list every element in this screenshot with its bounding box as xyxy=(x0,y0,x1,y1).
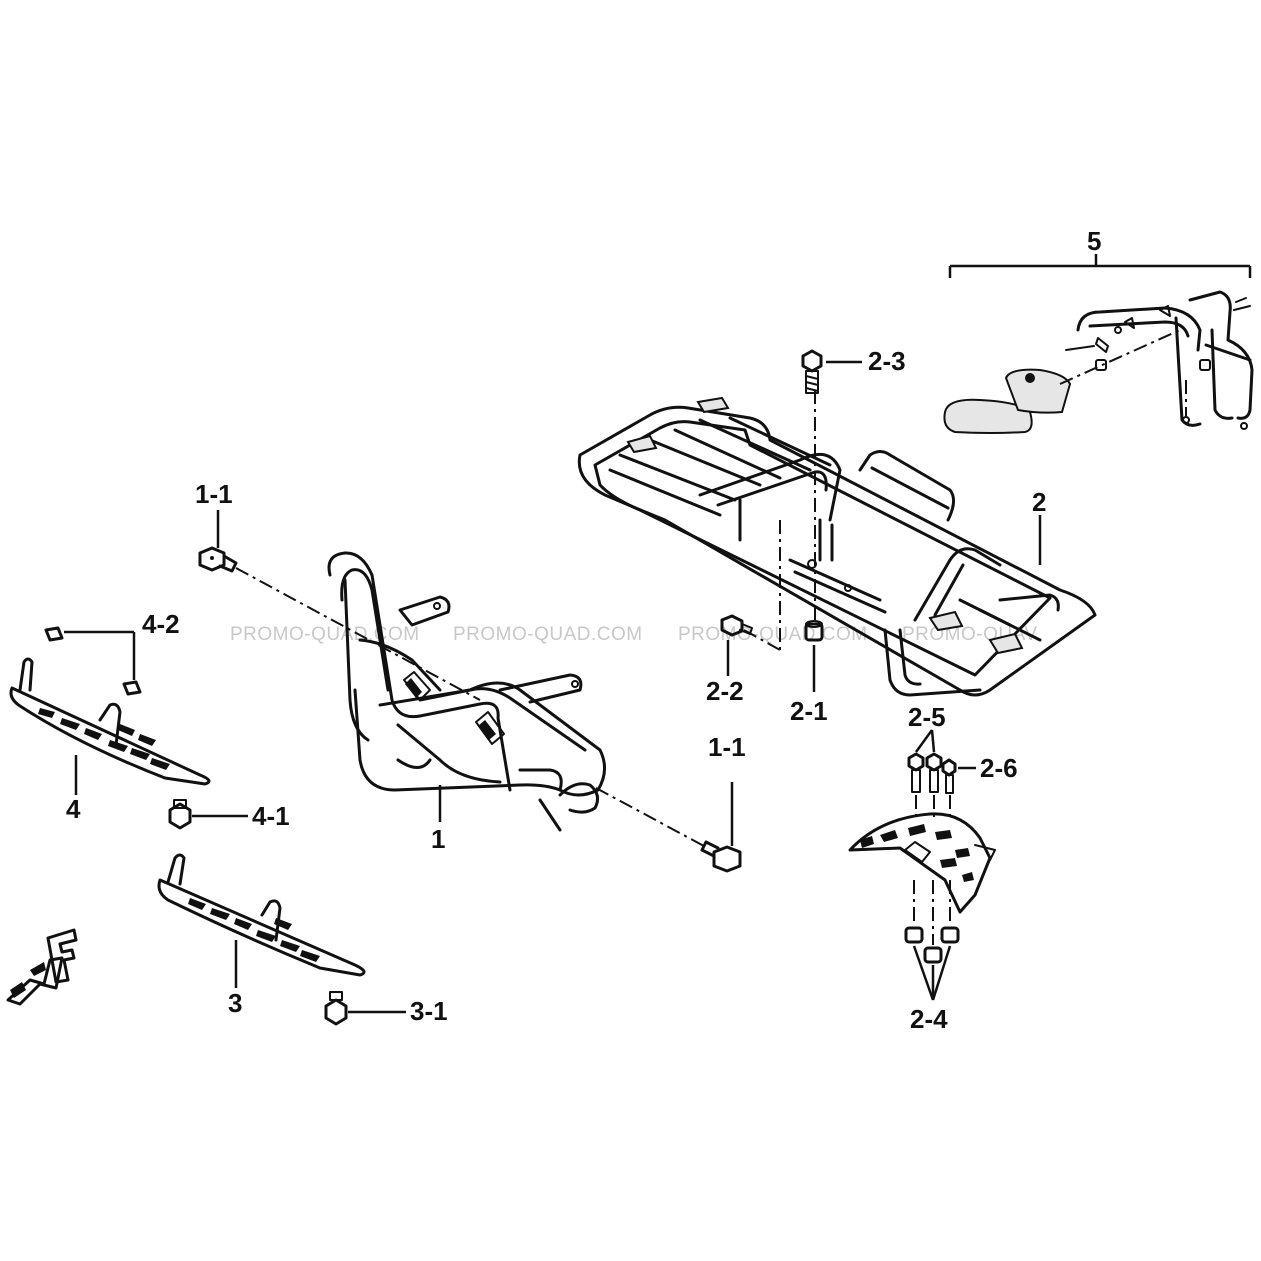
bolt-2-3-part xyxy=(801,349,823,394)
front-direction-icon xyxy=(6,928,78,1006)
bolt-2-6-part xyxy=(941,758,957,794)
backrest-assembly-part xyxy=(943,290,1254,434)
assembly-line xyxy=(595,787,705,847)
label-part-1: 1 xyxy=(431,824,445,854)
leader-lines xyxy=(64,360,1042,1014)
label-part-5: 5 xyxy=(1087,226,1101,256)
assembly-line xyxy=(1059,329,1181,385)
front-bumper-part xyxy=(327,551,606,832)
label-part-2: 2 xyxy=(1032,487,1046,517)
label-part-2-2: 2-2 xyxy=(706,676,744,706)
label-part-2-3: 2-3 xyxy=(868,346,906,376)
bolt-1-1-bottom-part xyxy=(700,840,742,873)
bracket-assembly-part xyxy=(848,812,996,914)
watermark-text: PROMO-QUAD.COM xyxy=(230,624,420,645)
label-part-4-2: 4-2 xyxy=(142,609,180,639)
watermark-text: PROMO-QUAD.COM xyxy=(678,624,868,645)
grommet-2-4-part xyxy=(904,926,960,964)
clip-4-2-part xyxy=(44,626,142,696)
footrest-4-part xyxy=(9,657,211,786)
bolt-1-1-top-part xyxy=(198,546,238,573)
label-part-3: 3 xyxy=(228,988,242,1018)
label-part-1-1: 1-1 xyxy=(708,732,746,762)
nut-2-1-part xyxy=(804,620,824,642)
bolt-2-5-part xyxy=(925,752,943,793)
label-part-2-4: 2-4 xyxy=(910,1004,948,1034)
bolt-4-1-part xyxy=(168,799,192,830)
label-part-2-6: 2-6 xyxy=(980,753,1018,783)
watermark-group: PROMO-QUAD.COM PROMO-QUAD.COM PROMO-QUAD… xyxy=(230,624,1037,645)
assembly-line xyxy=(235,567,481,701)
label-part-4-1: 4-1 xyxy=(252,801,290,831)
watermark-text: PROMO-QUAD.COM xyxy=(453,624,643,645)
label-part-2-5: 2-5 xyxy=(908,702,946,732)
label-part-2-1: 2-1 xyxy=(790,696,828,726)
label-part-3-1: 3-1 xyxy=(410,996,448,1026)
bolt-2-2-part xyxy=(720,614,753,637)
part-labels: 1-1 1-1 1 2 2-1 2-2 2-3 2-4 2-5 2-6 3 3-… xyxy=(66,226,1101,1034)
label-part-4: 4 xyxy=(66,794,81,824)
part-5-bracket xyxy=(948,254,1252,278)
footrest-3-part xyxy=(157,853,366,977)
rear-rack-part xyxy=(577,396,1097,697)
label-part-1-1: 1-1 xyxy=(195,479,233,509)
bolt-2-5-part xyxy=(907,752,925,793)
bolt-3-1-part xyxy=(324,991,348,1026)
